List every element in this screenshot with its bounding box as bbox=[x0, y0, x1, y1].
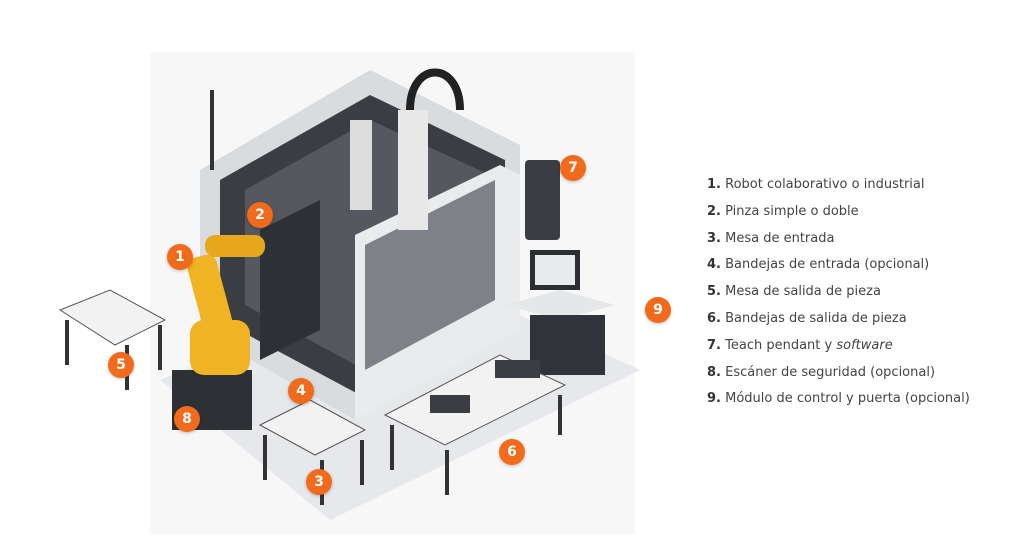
callout-badge-1: 1 bbox=[167, 244, 193, 270]
callout-badge-6: 6 bbox=[499, 439, 525, 465]
legend-number: 3. bbox=[707, 230, 721, 246]
legend-number: 5. bbox=[707, 284, 721, 300]
legend-number: 4. bbox=[707, 257, 721, 273]
legend-text: Bandejas de salida de pieza bbox=[725, 310, 907, 326]
legend-text: Mesa de entrada bbox=[725, 230, 835, 246]
legend-number: 7. bbox=[707, 337, 721, 353]
legend-number: 9. bbox=[707, 391, 721, 407]
callout-badge-3: 3 bbox=[306, 469, 332, 495]
legend-text: Mesa de salida de pieza bbox=[725, 284, 881, 300]
legend-item: 7. Teach pendant y software bbox=[707, 338, 970, 365]
callout-badge-7: 7 bbox=[560, 155, 586, 181]
callout-badge-8: 8 bbox=[174, 406, 200, 432]
legend-text: Pinza simple o doble bbox=[725, 203, 859, 219]
legend-item: 4. Bandejas de entrada (opcional) bbox=[707, 257, 970, 284]
legend-item: 9. Módulo de control y puerta (opcional) bbox=[707, 391, 970, 418]
legend-number: 1. bbox=[707, 177, 721, 192]
callout-badge-5: 5 bbox=[108, 352, 134, 378]
legend-item: 1. Robot colaborativo o industrial bbox=[707, 177, 970, 204]
callout-badge-2: 2 bbox=[247, 202, 273, 228]
legend-number: 6. bbox=[707, 310, 721, 326]
output-table-right bbox=[383, 354, 567, 495]
legend-text: Módulo de control y puerta (opcional) bbox=[725, 391, 970, 407]
legend-text: Bandejas de entrada (opcional) bbox=[725, 257, 930, 273]
legend: 1. Robot colaborativo o industrial 2. Pi… bbox=[707, 177, 970, 418]
legend-item: 2. Pinza simple o doble bbox=[707, 204, 970, 231]
legend-text: Teach pendant y bbox=[725, 337, 837, 353]
legend-item: 6. Bandejas de salida de pieza bbox=[707, 311, 970, 338]
legend-item: 8. Escáner de seguridad (opcional) bbox=[707, 365, 970, 392]
callout-badge-4: 4 bbox=[288, 378, 314, 404]
cnc-machine bbox=[200, 68, 520, 420]
legend-number: 2. bbox=[707, 203, 721, 219]
legend-text: Escáner de seguridad (opcional) bbox=[725, 364, 936, 380]
callout-badge-9: 9 bbox=[645, 297, 671, 323]
legend-number: 8. bbox=[707, 364, 721, 380]
legend-item: 3. Mesa de entrada bbox=[707, 231, 970, 258]
control-station bbox=[505, 160, 615, 375]
legend-item: 5. Mesa de salida de pieza bbox=[707, 284, 970, 311]
legend-text: Robot colaborativo o industrial bbox=[725, 177, 925, 192]
legend-text-italic: software bbox=[836, 337, 893, 353]
